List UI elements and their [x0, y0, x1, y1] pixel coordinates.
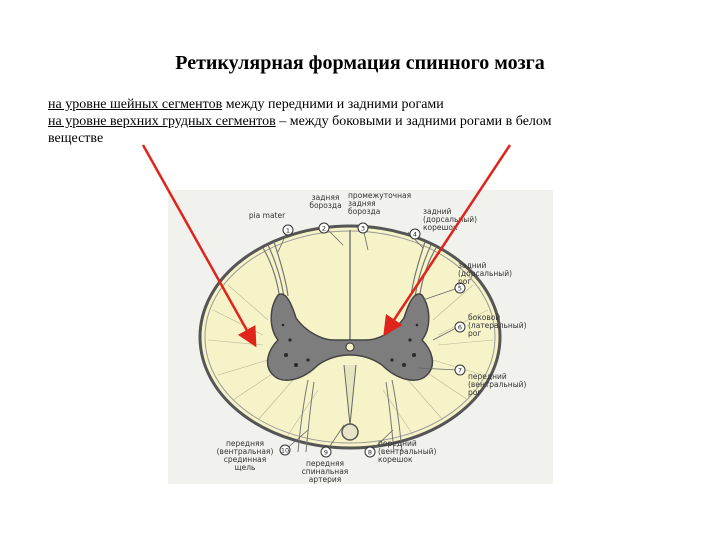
label-pia-mater: pia mater — [242, 212, 292, 220]
label-intermediate-sulcus: промежуточная задняя борозда — [348, 192, 408, 216]
label-ventral-root: передний (вентральный) корешок — [378, 440, 448, 464]
label-line: рог — [468, 330, 538, 338]
text-line-cervical: на уровне шейных сегментов между передни… — [48, 96, 444, 113]
line-text: – между боковыми и задними рогами в бело… — [276, 114, 552, 129]
marker-3: 3 — [361, 225, 365, 233]
marker-9: 9 — [324, 449, 328, 457]
marker-10: 10 — [281, 447, 289, 455]
label-lateral-horn: боковой (латеральный) рог — [468, 314, 538, 338]
label-spinal-artery: передняя спинальная артерия — [296, 460, 354, 484]
marker-4: 4 — [413, 231, 417, 239]
text-line-thoracic: на уровне верхних грудных сегментов – ме… — [48, 113, 552, 130]
label-line: корешок — [423, 224, 488, 232]
underlined-phrase: на уровне шейных сегментов — [48, 97, 222, 112]
text-line-continuation: веществе — [48, 130, 103, 147]
marker-2: 2 — [322, 225, 326, 233]
marker-1: 1 — [286, 227, 290, 235]
label-line: борозда — [303, 202, 348, 210]
label-line: борозда — [348, 208, 408, 216]
label-posterior-sulcus: задняя борозда — [303, 194, 348, 210]
marker-8: 8 — [368, 449, 372, 457]
label-dorsal-horn: задний (дорсальный) рог — [458, 262, 523, 286]
label-dorsal-root: задний (дорсальный) корешок — [423, 208, 488, 232]
slide-title: Ретикулярная формация спинного мозга — [0, 52, 720, 75]
label-line: рог — [458, 278, 523, 286]
underlined-phrase: на уровне верхних грудных сегментов — [48, 114, 276, 129]
marker-7: 7 — [458, 367, 462, 375]
spinal-cord-cross-section-figure: 1 2 3 4 5 6 7 8 9 10 pia mater задняя бо… — [168, 190, 553, 484]
label-line: корешок — [378, 456, 448, 464]
line-text: веществе — [48, 131, 103, 146]
label-ventral-horn: передний (вентральный) рог — [468, 373, 538, 397]
label-line: щель — [210, 464, 280, 472]
label-ventral-fissure: передняя (вентральная) срединная щель — [210, 440, 280, 472]
label-line: артерия — [296, 476, 354, 484]
marker-6: 6 — [458, 324, 462, 332]
anterior-spinal-artery — [342, 424, 358, 440]
line-text: между передними и задними рогами — [222, 97, 444, 112]
central-canal — [346, 343, 354, 351]
label-line: рог — [468, 389, 538, 397]
